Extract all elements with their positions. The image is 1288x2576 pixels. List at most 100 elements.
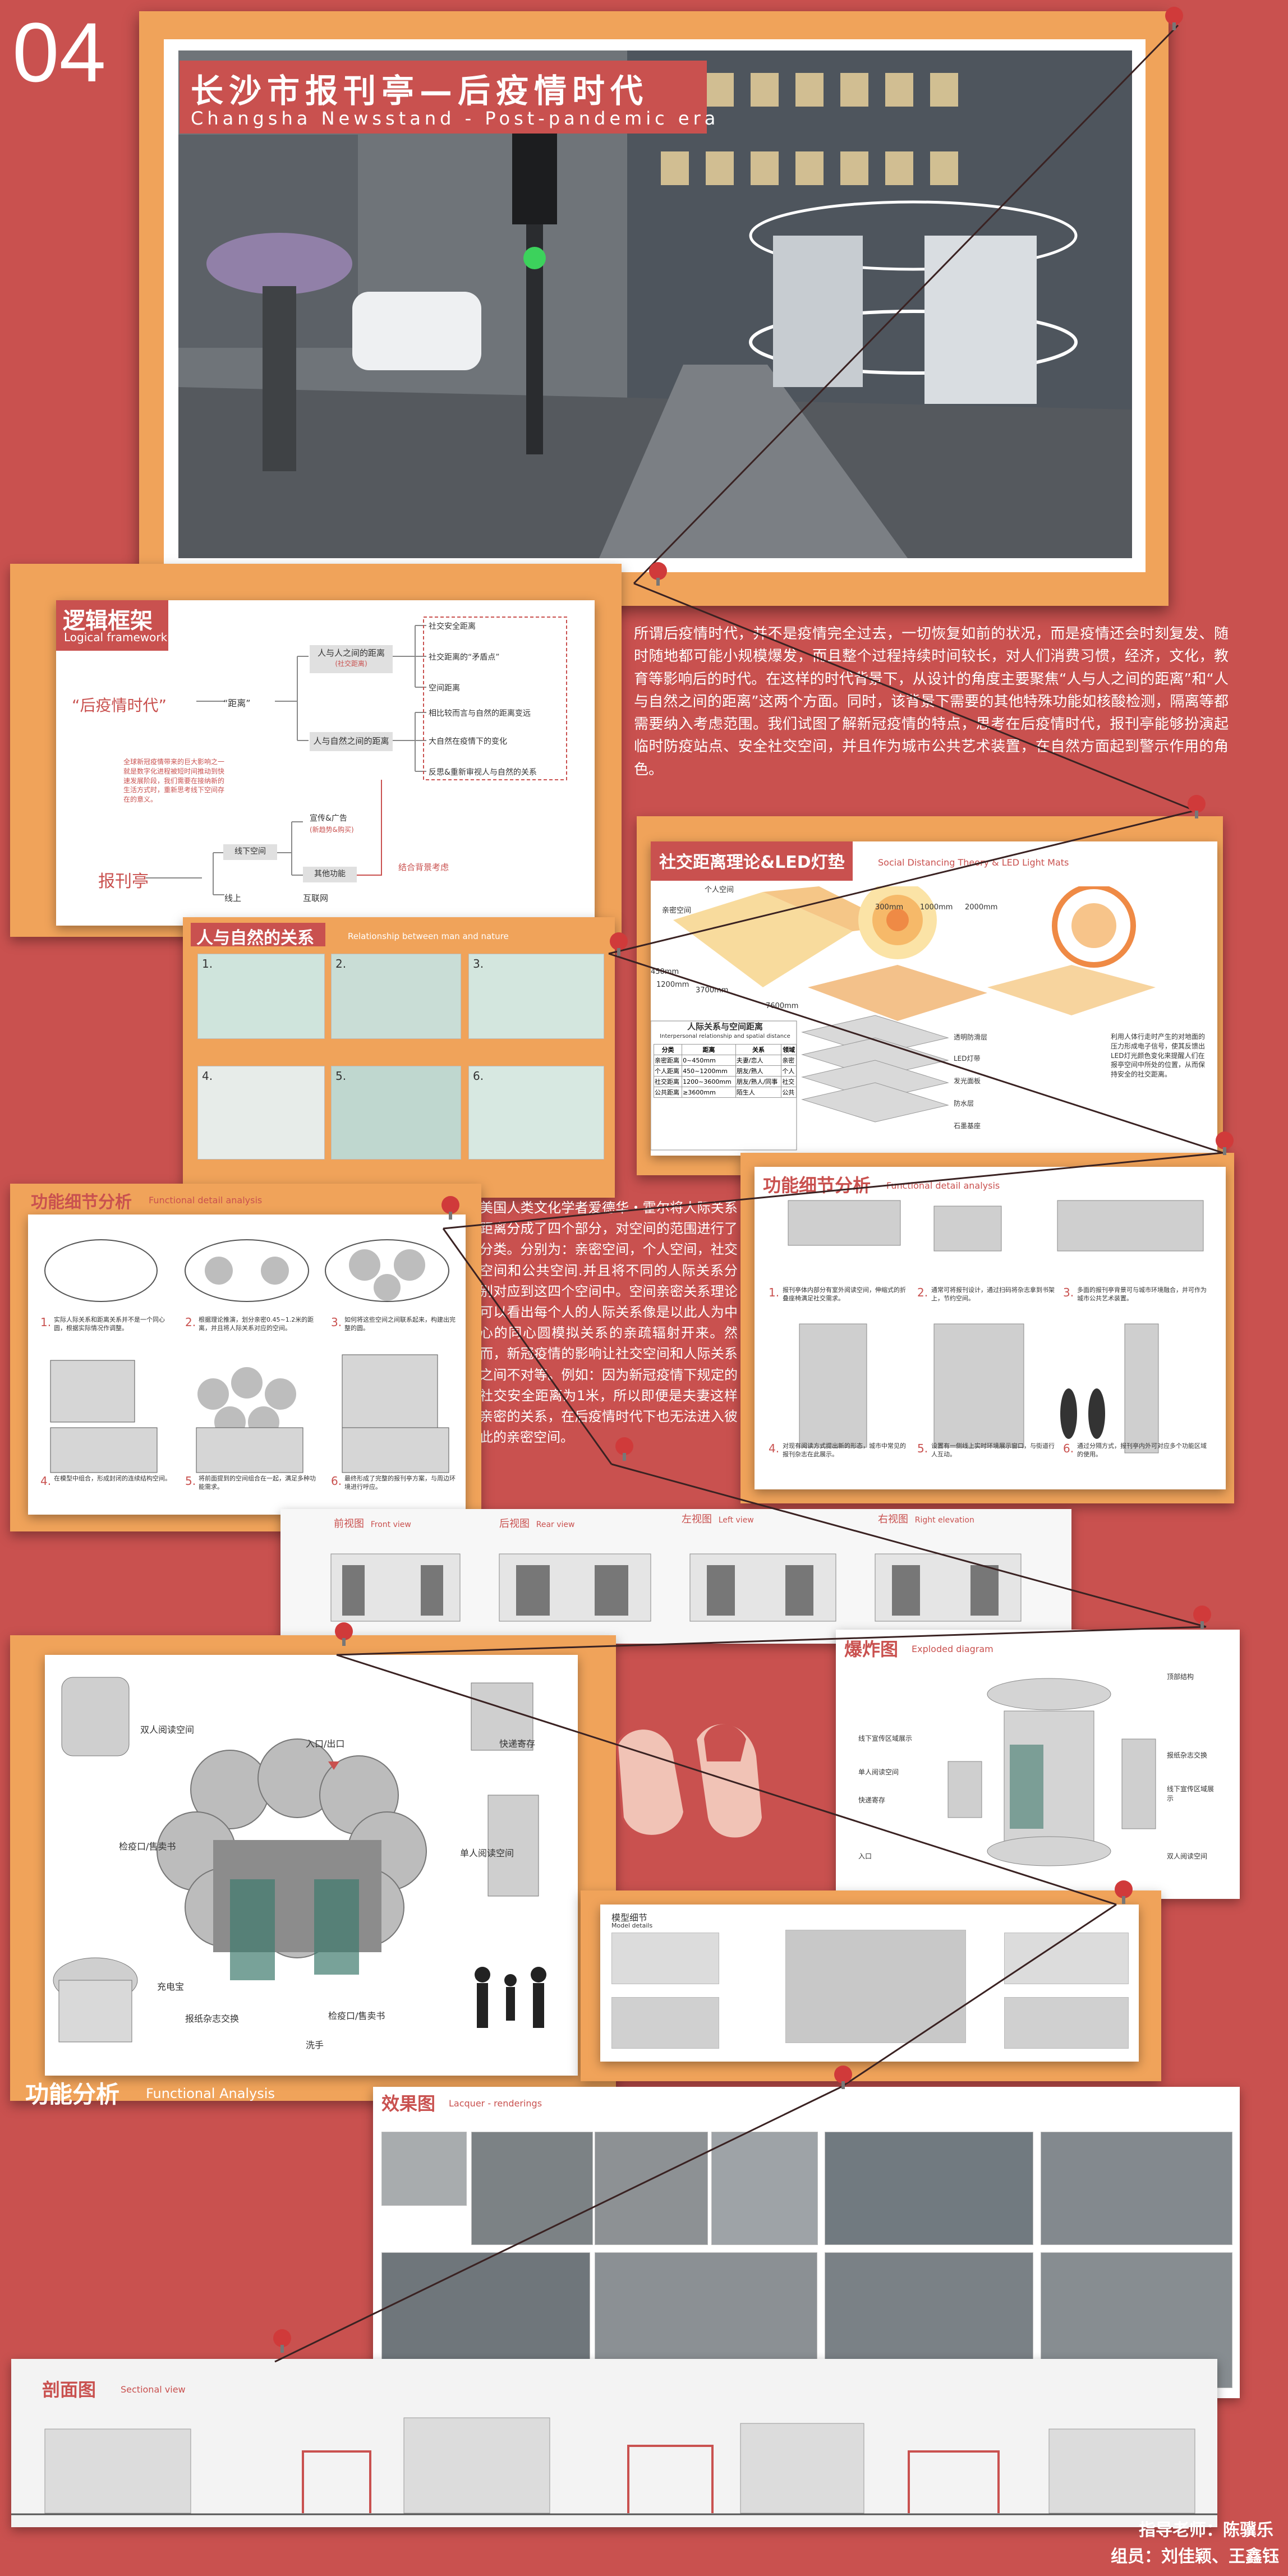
functional-label-1: 双人阅读空间	[140, 1724, 195, 1735]
nature-num-1: 1.	[202, 957, 213, 970]
table-cell: 亲密距离	[653, 1055, 683, 1066]
social-layer-4: 防水层	[954, 1100, 974, 1107]
logic-internet: 互联网	[303, 893, 329, 903]
nature-tile-4	[197, 1066, 325, 1160]
func-left-num-2: 2.	[185, 1315, 196, 1329]
functional-title-cn: 功能分析	[25, 2081, 120, 2108]
nature-num-5: 5.	[335, 1069, 347, 1083]
logic-offline: 线下空间	[223, 844, 277, 860]
functional-label-9: 洗手	[306, 2040, 324, 2050]
pushpin-icon	[834, 2066, 852, 2089]
exploded-title-en: Exploded diagram	[912, 1644, 993, 1654]
social-table: 人际关系与空间距离 Interpersonal relationship and…	[653, 1021, 797, 1098]
func-left-diagrams	[44, 1239, 449, 1473]
func-right-diagrams	[788, 1200, 1204, 1453]
logic-online: 线上	[224, 893, 242, 903]
logic-note: 全球新冠疫情带来的巨大影响之一就是数字化进程被短时间推动到快速发展阶段，我们需要…	[123, 758, 225, 804]
func-left-title-cn: 功能细节分析	[31, 1193, 132, 1212]
func-right-num-1: 1.	[769, 1286, 780, 1299]
anthro-paragraph: 美国人类文化学者爱德华・霍尔将人际关系距离分成了四个部分，对空间的范围进行了分类…	[480, 1200, 738, 1446]
functional-label-5: 单人阅读空间	[460, 1848, 514, 1859]
pushpin-icon	[1115, 1880, 1133, 1904]
view-rear-cn: 后视图	[499, 1518, 530, 1530]
social-layer-3: 发光面板	[954, 1077, 981, 1085]
func-right-text-5: 设置有一侧线上实时环境展示窗口，与街道行人互动。	[931, 1442, 1055, 1459]
rendering-4	[711, 2132, 818, 2245]
hero-title-box	[180, 61, 707, 134]
func-left-num-6: 6.	[331, 1474, 342, 1488]
table-header: 距离	[682, 1044, 736, 1055]
table-cell: 社交距离	[653, 1076, 683, 1087]
logic-ad-sub: (新趋势&购买)	[310, 826, 354, 834]
social-table-subtitle: Interpersonal relationship and spatial d…	[660, 1033, 790, 1039]
func-right-num-2: 2.	[917, 1286, 928, 1299]
functional-diagram	[53, 1677, 546, 2043]
exploded-drawing	[947, 1678, 1156, 1866]
logic-leaf-4: 相比较而言与自然的距离变远	[429, 709, 531, 718]
pushpin-icon	[615, 1437, 633, 1461]
pushpin-icon	[1193, 1606, 1211, 1629]
functional-label-8: 检疫口/售卖书	[328, 2011, 385, 2021]
social-layer-2: LED灯带	[954, 1055, 981, 1062]
view-front-cn: 前视图	[334, 1518, 364, 1530]
nature-tile-6	[468, 1066, 604, 1160]
section-drawing	[11, 2417, 1217, 2515]
functional-label-4: 检疫口/售卖书	[119, 1841, 176, 1852]
social-table-grid: 分类 距离 关系 领域 亲密距离 0~450mm 夫妻/恋人 亲密 个人距离 4…	[653, 1044, 797, 1098]
rendering-1	[381, 2132, 467, 2206]
func-right-text-4: 对现有阅读方式提出新的形态，城市中常见的报刊杂志在此展示。	[783, 1442, 906, 1459]
logic-branch-people-sub: (社交距离)	[335, 660, 367, 668]
logic-branch-people-label: 人与人之间的距离	[317, 648, 385, 658]
nature-num-6: 6.	[473, 1069, 484, 1083]
hero-title-en: Changsha Newsstand - Post-pandemic era	[191, 108, 720, 129]
pushpin-icon	[441, 1196, 459, 1220]
social-label-6: 7600mm	[766, 1002, 799, 1010]
social-table-title: 人际关系与空间距离	[687, 1022, 763, 1032]
func-left-text-4: 在模型中组合，形成封闭的连续结构空间。	[54, 1475, 171, 1482]
social-layer-1: 透明防滑层	[954, 1033, 988, 1041]
table-header: 关系	[735, 1044, 782, 1055]
table-cell: 公共距离	[653, 1087, 683, 1098]
logic-leaf-6: 反思&重新审视人与自然的关系	[429, 768, 537, 777]
func-left-text-6: 最终形成了完整的报刊亭方案，与周边环境进行呼应。	[344, 1475, 456, 1491]
pushpin-icon	[1165, 7, 1183, 30]
view-right-en: Right elevation	[914, 1516, 974, 1525]
logic-leaf-1: 社交安全距离	[429, 622, 476, 631]
exploded-left-3: 快递寄存	[858, 1796, 886, 1804]
table-row: 社交距离 1200~3600mm 朋友/熟人/同事 社交	[653, 1076, 797, 1087]
func-left-text-5: 将前面提到的空间组合在一起，满足多种功能需求。	[199, 1475, 316, 1491]
func-left-title-en: Functional detail analysis	[149, 1195, 263, 1206]
logic-leaf-2: 社交距离的“矛盾点”	[429, 653, 500, 662]
intro-paragraph: 所谓后疫情时代，并不是疫情完全过去，一切恢复如前的状况，而是疫情还会时刻复发、随…	[634, 625, 1229, 778]
func-left-text-1: 实际人际关系和距离关系并不是一个同心圆，根据实际情况作调整。	[54, 1316, 165, 1332]
pushpin-icon	[610, 932, 628, 956]
logic-title-box	[56, 600, 168, 651]
table-cell: 朋友/熟人/同事	[735, 1076, 782, 1087]
renderings-title-en: Lacquer - renderings	[449, 2098, 542, 2109]
pushpin-icon	[335, 1622, 353, 1646]
exploded-right-1: 顶部结构	[1167, 1673, 1194, 1681]
nature-num-2: 2.	[335, 957, 347, 970]
func-right-num-4: 4.	[769, 1442, 780, 1455]
social-label-8: 1000mm	[920, 903, 953, 912]
table-cell: ≥3600mm	[682, 1087, 736, 1098]
func-left-text-2: 根据理论推演，划分亲密0.45~1.2米的距离，并且将人际关系对应的空间。	[199, 1316, 314, 1332]
logic-newsstand: 报刊亭	[98, 872, 149, 891]
social-title-en: Social Distancing Theory & LED Light Mat…	[878, 857, 1069, 868]
logic-ad: 宣传&广告	[310, 814, 347, 823]
logic-root: “后疫情时代”	[72, 696, 167, 715]
functional-label-2: 入口/出口	[306, 1738, 345, 1749]
social-layer-5: 石墨基座	[954, 1122, 981, 1130]
func-right-num-5: 5.	[917, 1442, 928, 1455]
rendering-6	[1041, 2132, 1232, 2245]
pushpin-icon	[1216, 1131, 1234, 1155]
nature-title-cn: 人与自然的关系	[196, 928, 314, 948]
func-right-text-6: 通过分隔方式，报刊亭内外可对应多个功能区域的使用。	[1077, 1442, 1207, 1459]
hero-photo	[178, 50, 1132, 558]
table-cell: 450~1200mm	[682, 1065, 736, 1077]
social-title-box	[651, 841, 853, 881]
func-left-text-3: 如何将这些空间之间联系起来，构建出完整的圆。	[344, 1316, 456, 1332]
social-label-4: 1200mm	[656, 981, 689, 989]
exploded-right-2: 报纸杂志交换	[1167, 1751, 1208, 1759]
